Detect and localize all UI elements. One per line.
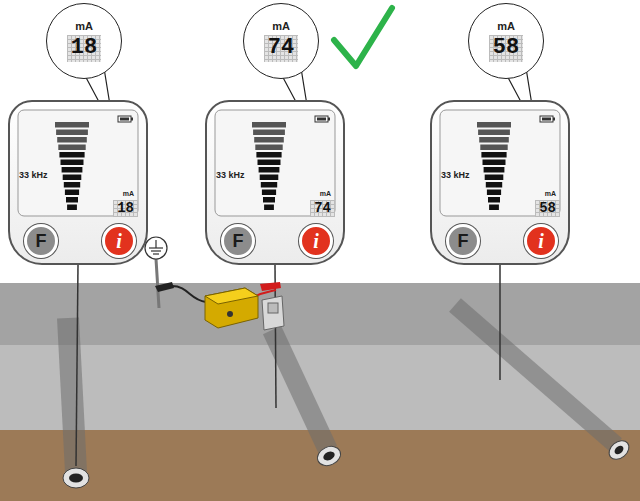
current-reading: 18 [67,35,101,61]
unit-label: mA [320,190,331,197]
locator-receiver: 33 kHz mA 18Fi [8,100,148,265]
button-label: F [458,231,469,252]
frequency-label: 33 kHz [216,170,245,180]
reading-callout: mA 58 [468,3,544,79]
pipes [68,305,616,472]
frequency-label: 33 kHz [19,170,48,180]
info-button: i [524,224,558,258]
check-mark [334,8,392,66]
current-reading: 58 [535,200,560,217]
unit-label: mA [272,20,290,32]
locator-receiver: 33 kHz mA 74Fi [205,100,345,265]
valve-box [262,296,284,330]
pipe-ends [63,437,633,488]
function-button: F [446,224,480,258]
button-label: F [36,231,47,252]
info-button: i [102,224,136,258]
unit-label: mA [497,20,515,32]
current-reading: 18 [113,200,138,217]
current-reading: 58 [489,35,523,61]
function-button: F [221,224,255,258]
earth-stake [145,237,174,308]
ground-surface [0,283,640,345]
black-lead [172,286,206,302]
unit-label: mA [123,190,134,197]
receiver-rods [76,265,500,466]
current-reading: 74 [264,35,298,61]
button-label: F [233,231,244,252]
unit-label: mA [545,190,556,197]
reading-callout: mA 74 [243,3,319,79]
function-button: F [24,224,58,258]
button-label: i [116,230,122,253]
info-button: i [299,224,333,258]
locator-receiver: 33 kHz mA 58Fi [430,100,570,265]
reading-callout: mA 18 [46,3,122,79]
frequency-label: 33 kHz [441,170,470,180]
button-label: i [538,230,544,253]
unit-label: mA [75,20,93,32]
current-reading: 74 [310,200,335,217]
button-label: i [313,230,319,253]
